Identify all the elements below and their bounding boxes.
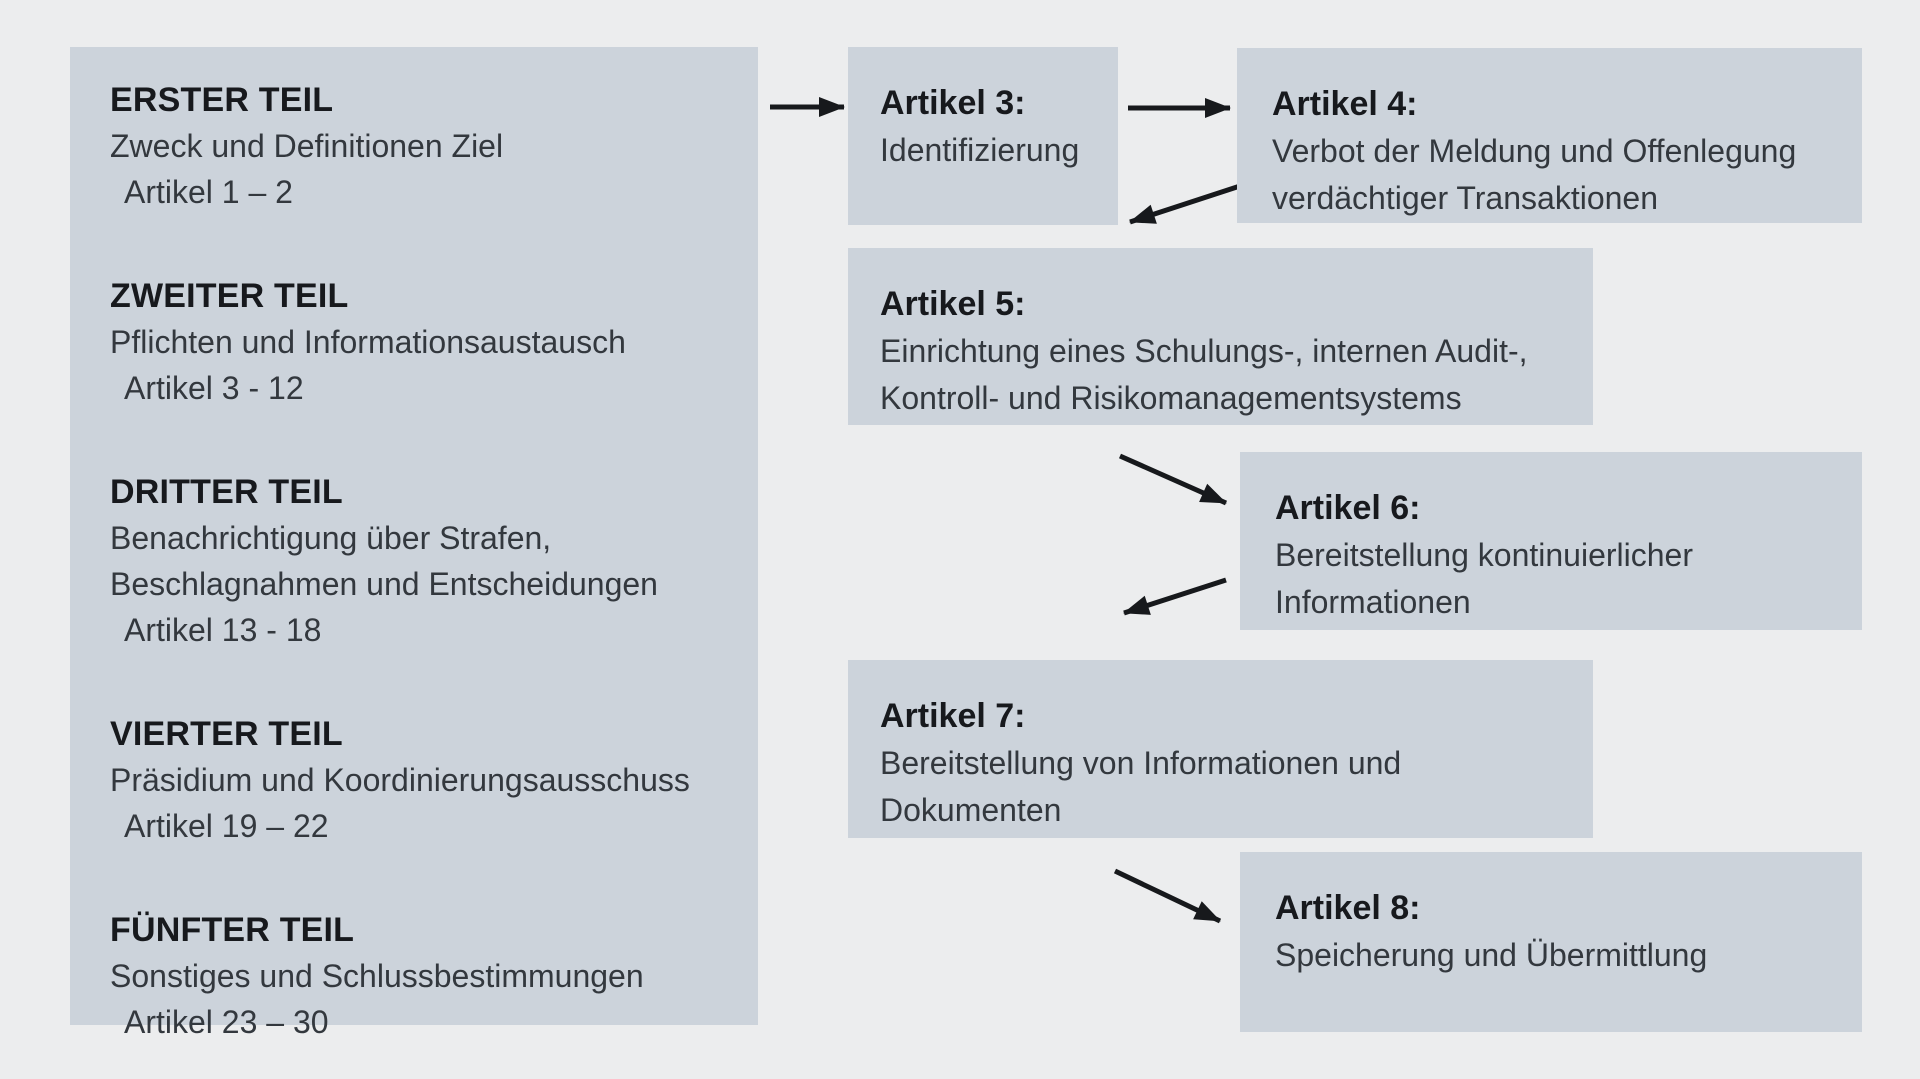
article-description-line: Kontroll- und Risikomanagementsystems — [880, 380, 1462, 416]
arrow-artikel7-to-artikel8-icon — [1113, 868, 1222, 924]
article-description-line: Bereitstellung von Informationen und — [880, 745, 1402, 781]
part-article-range: Artikel 3 - 12 — [124, 370, 304, 406]
part-title: DRITTER TEIL — [110, 473, 343, 511]
article-description-line: Speicherung und Übermittlung — [1275, 937, 1708, 973]
arrow-artikel4-to-artikel5-icon — [1129, 183, 1241, 225]
part-article-range: Artikel 1 – 2 — [124, 174, 293, 210]
part-description-line: Präsidium und Koordinierungsausschuss — [110, 762, 690, 798]
part-article-range: Artikel 23 – 30 — [124, 1004, 329, 1040]
article-title: Artikel 4: — [1272, 85, 1418, 123]
part-section-zweiter-teil: ZWEITER TEIL Pflichten und Informationsa… — [110, 273, 722, 411]
part-section-dritter-teil: DRITTER TEIL Benachrichtigung über Straf… — [110, 469, 722, 653]
part-section-fuenfter-teil: FÜNFTER TEIL Sonstiges und Schlussbestim… — [110, 907, 722, 1045]
part-description-line: Benachrichtigung über Strafen, — [110, 520, 552, 556]
article-title: Artikel 7: — [880, 697, 1026, 735]
part-title: FÜNFTER TEIL — [110, 911, 355, 949]
part-section-erster-teil: ERSTER TEIL Zweck und Definitionen Ziel … — [110, 77, 722, 215]
article-description-line: Dokumenten — [880, 792, 1062, 828]
article-description-line: verdächtiger Transaktionen — [1272, 180, 1658, 216]
artikel-4-box: Artikel 4: Verbot der Meldung und Offenl… — [1237, 48, 1862, 223]
part-article-range: Artikel 13 - 18 — [124, 612, 322, 648]
artikel-7-box: Artikel 7: Bereitstellung von Informatio… — [848, 660, 1593, 838]
article-description-line: Bereitstellung kontinuierlicher — [1275, 537, 1693, 573]
article-title: Artikel 5: — [880, 285, 1026, 323]
part-title: VIERTER TEIL — [110, 715, 343, 753]
part-title: ERSTER TEIL — [110, 81, 334, 119]
article-title: Artikel 8: — [1275, 889, 1421, 927]
article-description-line: Identifizierung — [880, 132, 1080, 168]
article-title: Artikel 6: — [1275, 489, 1421, 527]
part-section-vierter-teil: VIERTER TEIL Präsidium und Koordinierung… — [110, 711, 722, 849]
arrow-artikel6-to-artikel7-icon — [1123, 577, 1227, 616]
part-description-line: Beschlagnahmen und Entscheidungen — [110, 566, 658, 602]
artikel-8-box: Artikel 8: Speicherung und Übermittlung — [1240, 852, 1862, 1032]
part-description-line: Zweck und Definitionen Ziel — [110, 128, 504, 164]
part-description-line: Sonstiges und Schlussbestimmungen — [110, 958, 644, 994]
artikel-6-box: Artikel 6: Bereitstellung kontinuierlich… — [1240, 452, 1862, 630]
part-description-line: Pflichten und Informationsaustausch — [110, 324, 626, 360]
parts-overview-panel: ERSTER TEIL Zweck und Definitionen Ziel … — [70, 47, 758, 1040]
article-description-line: Informationen — [1275, 584, 1471, 620]
part-title: ZWEITER TEIL — [110, 277, 349, 315]
artikel-3-box: Artikel 3: Identifizierung — [848, 47, 1118, 225]
artikel-5-box: Artikel 5: Einrichtung eines Schulungs-,… — [848, 248, 1593, 425]
part-article-range: Artikel 19 – 22 — [124, 808, 329, 844]
article-description-line: Einrichtung eines Schulungs-, internen A… — [880, 333, 1528, 369]
article-title: Artikel 3: — [880, 84, 1026, 122]
arrow-artikel5-to-artikel6-icon — [1118, 453, 1228, 506]
article-description-line: Verbot der Meldung und Offenlegung — [1272, 133, 1797, 169]
